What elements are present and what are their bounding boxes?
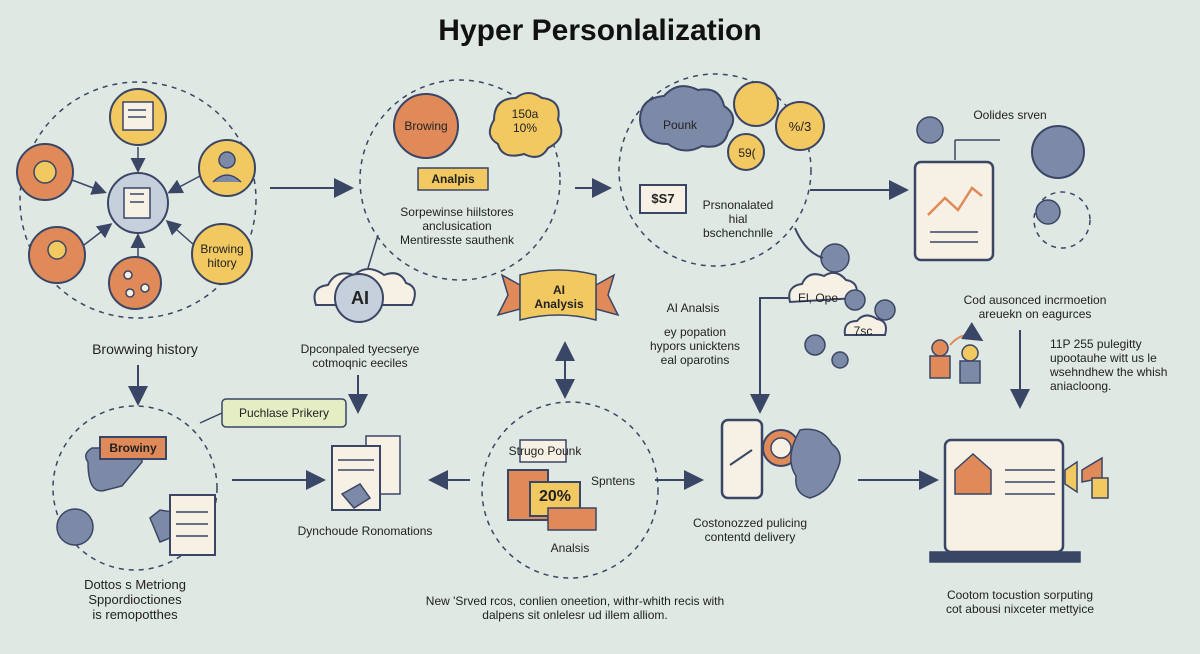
personalization-cluster [618,73,896,369]
new-srved-label: New 'Srved rcos, conlien oneetion, withr… [425,594,725,622]
sorpewinse-label: Sorpewinse hiilstores anclusication Ment… [399,205,515,247]
analsis-small-label: Analsis [550,541,590,555]
dollar-tag-label: $S7 [651,191,675,206]
spntens-label: Spntens [590,474,636,488]
strugo-label: Strugo Pounk [508,444,582,458]
ey-popation-label: ey popation hypors unicktens eal oparoti… [649,325,741,367]
document-stack [331,435,401,511]
costonozzed-label: Costonozzed pulicing contentd delivery [692,516,808,544]
laptop-cluster [929,322,1109,563]
tablet-cluster [913,116,1091,262]
purchase-pill-label: Puchlase Prikery [238,406,330,420]
browsing-cluster [16,81,257,319]
analysis-cluster [313,79,563,323]
flow-arrows [128,178,1030,490]
browiny-box-label: Browiny [109,441,157,455]
cotom-label: Cootom tocustion sorputing cot abousi ni… [945,588,1095,616]
phone-cluster [720,418,841,500]
oolides-label: Oolides srven [973,108,1047,122]
percent-a-label: %/3 [788,119,812,134]
browing-hitory-label: Browing hitory [200,242,244,270]
cod-ausonced-label: Cod ausonced incrmoetion areuekn on eagu… [963,293,1107,321]
diagram-title: Hyper Personlalization [438,14,762,47]
browsing-history-label: Browwing history [92,341,198,357]
pounk-cloud-label: Pounk [662,118,698,132]
browing-orange-label: Browing [404,119,448,133]
ai-cloud-label: AI [351,288,369,308]
percent-b-label: 59( [738,146,756,160]
dpconpaled-label: Dpconpaled tyecserye cotmoqnic eeciles [300,342,420,370]
ai-banner [496,269,620,321]
el-ope-label: El, Ope [797,291,839,305]
p255-label: 11P 255 pulegitty upootauhe witt us le w… [1050,337,1168,393]
pricing-cluster [481,401,659,579]
seven-sc-label: 7sc [853,324,873,338]
purchase-cluster [52,398,347,571]
dynchoude-label: Dynchoude Ronomations [297,524,433,538]
prsnonalated-label: Prsnonalated hial bschenchnlle [702,198,774,240]
percent-bubble-label: 150a 10% [511,107,539,135]
twenty-percent-label: 20% [538,488,572,505]
analpis-tag-label: Analpis [431,172,475,186]
ai-analsis-label: AI Analsis [666,301,720,315]
ai-banner-label: AI Analysis [534,283,584,311]
dotters-label: Dottos s Metriong Sppordioctiones is rem… [84,577,186,622]
